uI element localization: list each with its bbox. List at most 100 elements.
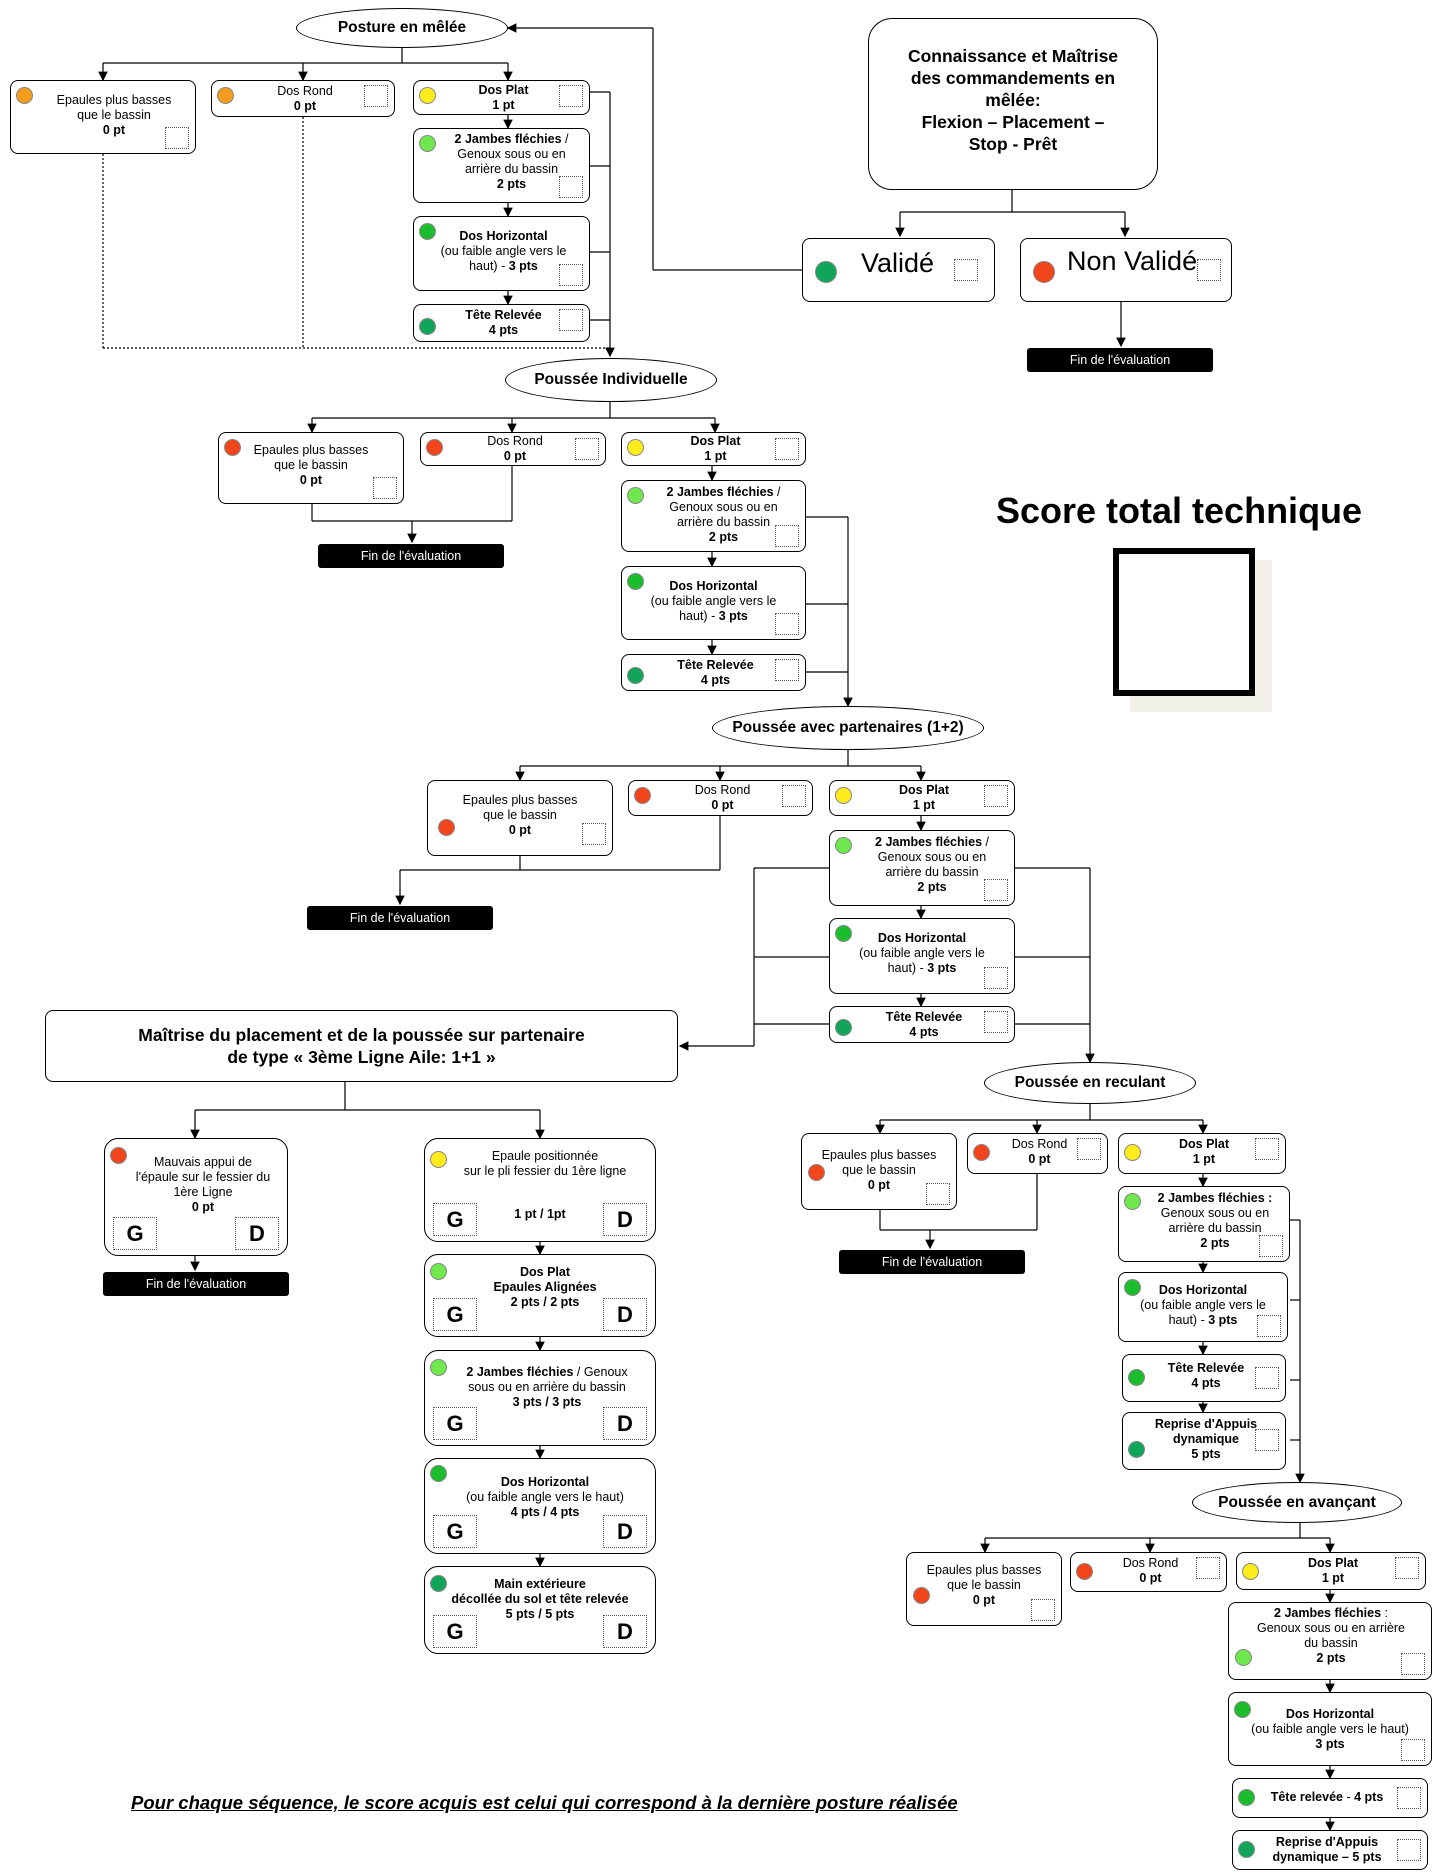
box-text: Epaule positionnée	[491, 1149, 599, 1163]
yellow-status-icon	[835, 787, 852, 804]
box-text: Genoux sous ou en	[457, 147, 566, 161]
light-green-status-icon	[627, 487, 644, 504]
left-side-checkbox[interactable]: G	[113, 1217, 157, 1250]
score-checkbox[interactable]	[1257, 1315, 1281, 1337]
box-text: Flexion – Placement –	[921, 112, 1105, 132]
node-label: Posture en mêlée	[337, 19, 467, 36]
box-text: que le bassin	[77, 108, 151, 122]
box-text: Dos Horizontal	[669, 579, 758, 593]
score-checkbox[interactable]	[1255, 1367, 1279, 1389]
score-checkbox[interactable]	[984, 1011, 1008, 1033]
fin-evaluation-label: Fin de l'évaluation	[1027, 348, 1213, 372]
score-checkbox[interactable]	[559, 176, 583, 198]
box-text: Reprise d'Appuis	[1154, 1417, 1258, 1431]
dark-green-status-icon	[419, 318, 436, 335]
right-side-checkbox[interactable]: D	[603, 1515, 647, 1548]
score-checkbox[interactable]	[984, 967, 1008, 989]
footer-note: Pour chaque séquence, le score acquis es…	[131, 1792, 958, 1813]
score-checkbox[interactable]	[775, 438, 799, 460]
box-points: 4 pts / 4 pts	[510, 1505, 580, 1519]
box-points: 1 pt	[912, 798, 936, 812]
box-points: 1 pt	[1192, 1152, 1216, 1166]
box-points: 4 pts	[700, 673, 731, 687]
box-text: décollée du sol et tête relevée	[451, 1592, 629, 1606]
box-points: 3 pts / 3 pts	[512, 1395, 582, 1409]
score-checkbox[interactable]	[984, 785, 1008, 807]
right-side-checkbox[interactable]: D	[603, 1298, 647, 1331]
box-text: Dos Horizontal	[1285, 1707, 1375, 1721]
score-checkbox[interactable]	[1259, 1235, 1283, 1257]
right-side-checkbox[interactable]: D	[603, 1407, 647, 1440]
right-side-checkbox[interactable]: D	[603, 1203, 647, 1236]
box-points: 0 pt	[867, 1178, 891, 1192]
score-checkbox[interactable]	[926, 1183, 950, 1205]
score-checkbox[interactable]	[1395, 1557, 1419, 1579]
score-checkbox[interactable]	[1401, 1653, 1425, 1675]
score-checkbox[interactable]	[1197, 259, 1221, 281]
light-green-status-icon	[430, 1263, 447, 1280]
dark-green-status-icon	[1238, 1841, 1255, 1858]
score-checkbox[interactable]	[775, 525, 799, 547]
score-checkbox[interactable]	[1255, 1429, 1279, 1451]
score-total-box[interactable]	[1113, 548, 1255, 696]
box-points: 0 pt	[1028, 1152, 1051, 1166]
score-checkbox[interactable]	[984, 879, 1008, 901]
box-text: Genoux sous ou en	[1160, 1206, 1270, 1220]
score-checkbox[interactable]	[373, 477, 397, 499]
right-side-checkbox[interactable]: D	[603, 1615, 647, 1648]
score-checkbox[interactable]	[559, 85, 583, 107]
node-poussee-avancant: Poussée en avançant	[1192, 1482, 1402, 1523]
box-text: Dos Rond	[487, 434, 543, 448]
left-side-checkbox[interactable]: G	[433, 1298, 477, 1331]
box-points: 3 pts	[718, 609, 748, 623]
left-side-checkbox[interactable]: G	[433, 1203, 477, 1236]
score-checkbox[interactable]	[165, 127, 189, 149]
red-status-icon	[110, 1147, 127, 1164]
box-text: Dos Plat	[898, 783, 949, 797]
score-checkbox[interactable]	[954, 259, 978, 281]
right-side-checkbox[interactable]: D	[235, 1217, 279, 1250]
score-checkbox[interactable]	[575, 438, 599, 460]
score-checkbox[interactable]	[1397, 1839, 1421, 1861]
box-text: Dos Rond	[694, 783, 751, 797]
non-valide-box[interactable]: Non Validé	[1020, 238, 1232, 302]
box-text: Tête Relevée	[465, 308, 542, 322]
score-checkbox[interactable]	[1196, 1557, 1220, 1579]
score-checkbox[interactable]	[1397, 1787, 1421, 1809]
box-text: l'épaule sur le fessier du	[135, 1170, 271, 1184]
dark-green-status-icon	[1128, 1441, 1145, 1458]
box-text: de type « 3ème Ligne Aile: 1+1 »	[227, 1047, 496, 1067]
box-points: 4 pts	[1354, 1790, 1384, 1804]
left-side-checkbox[interactable]: G	[433, 1615, 477, 1648]
score-checkbox[interactable]	[582, 823, 606, 845]
score-checkbox[interactable]	[775, 613, 799, 635]
box-points: 2 pts	[1200, 1236, 1230, 1250]
score-checkbox[interactable]	[364, 85, 388, 107]
score-checkbox[interactable]	[1401, 1739, 1425, 1761]
score-checkbox[interactable]	[1031, 1599, 1055, 1621]
score-checkbox[interactable]	[1255, 1138, 1279, 1160]
left-side-checkbox[interactable]: G	[433, 1515, 477, 1548]
score-total-title: Score total technique	[996, 490, 1363, 531]
box-text: (ou faible angle vers le	[650, 594, 777, 608]
valide-box[interactable]: Validé	[802, 238, 995, 302]
score-checkbox[interactable]	[559, 309, 583, 331]
score-checkbox[interactable]	[775, 659, 799, 681]
score-checkbox[interactable]	[782, 785, 806, 807]
left-side-checkbox[interactable]: G	[433, 1407, 477, 1440]
score-checkbox[interactable]	[559, 264, 583, 286]
box-text: 2 Jambes fléchies	[875, 835, 983, 849]
score-checkbox[interactable]	[1077, 1138, 1101, 1160]
box-text: Epaules Alignées	[493, 1280, 597, 1294]
light-green-status-icon	[419, 135, 436, 152]
